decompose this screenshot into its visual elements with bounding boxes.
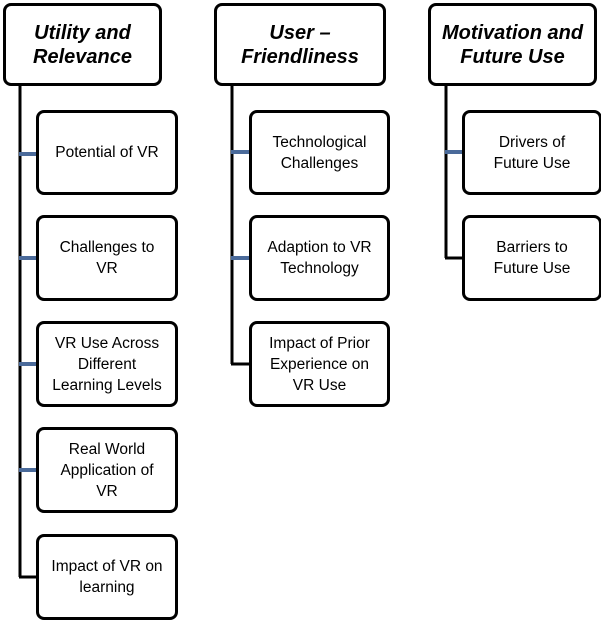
subcategory-box: Technological Challenges (249, 110, 390, 195)
subcategory-box: Potential of VR (36, 110, 178, 195)
subcategory-label: Adaption to VR Technology (267, 239, 372, 277)
subcategory-label: Technological Challenges (272, 133, 367, 172)
subcategory-label: Drivers of Future Use (493, 133, 571, 172)
subcategory-label: Impact of Prior Experience on VR Use (269, 334, 370, 394)
subcategory-box: Adaption to VR Technology (249, 215, 390, 301)
subcategory-label: VR Use Across Different Learning Levels (52, 334, 162, 394)
subcategory-box: Real World Application of VR (36, 427, 178, 513)
branch-tick (231, 150, 249, 154)
branch-tick (19, 362, 36, 366)
branch-tick (19, 468, 36, 472)
category-user-friendliness: User – Friendliness (214, 3, 386, 86)
subcategory-label: Barriers to Future Use (493, 239, 571, 277)
category-utility-and-relevance: Utility and Relevance (3, 3, 162, 86)
category-motivation-and-future-use: Motivation and Future Use (428, 3, 597, 86)
subcategory-label: Real World Application of VR (60, 440, 154, 500)
category-title: Motivation and Future Use (441, 21, 584, 68)
category-title: Utility and Relevance (33, 21, 132, 68)
subcategory-box: Barriers to Future Use (462, 215, 601, 301)
subcategory-label: Impact of VR on learning (51, 558, 163, 596)
subcategory-box: Impact of Prior Experience on VR Use (249, 321, 390, 407)
subcategory-label: Potential of VR (55, 144, 159, 161)
branch-tick (19, 256, 36, 260)
branch-tick (445, 150, 462, 154)
subcategory-box: Impact of VR on learning (36, 534, 178, 620)
branch-tick (19, 152, 36, 156)
category-title: User – Friendliness (241, 21, 359, 68)
subcategory-box: VR Use Across Different Learning Levels (36, 321, 178, 407)
subcategory-box: Challenges to VR (36, 215, 178, 301)
subcategory-label: Challenges to VR (59, 239, 155, 277)
subcategory-box: Drivers of Future Use (462, 110, 601, 195)
branch-tick (231, 256, 249, 260)
